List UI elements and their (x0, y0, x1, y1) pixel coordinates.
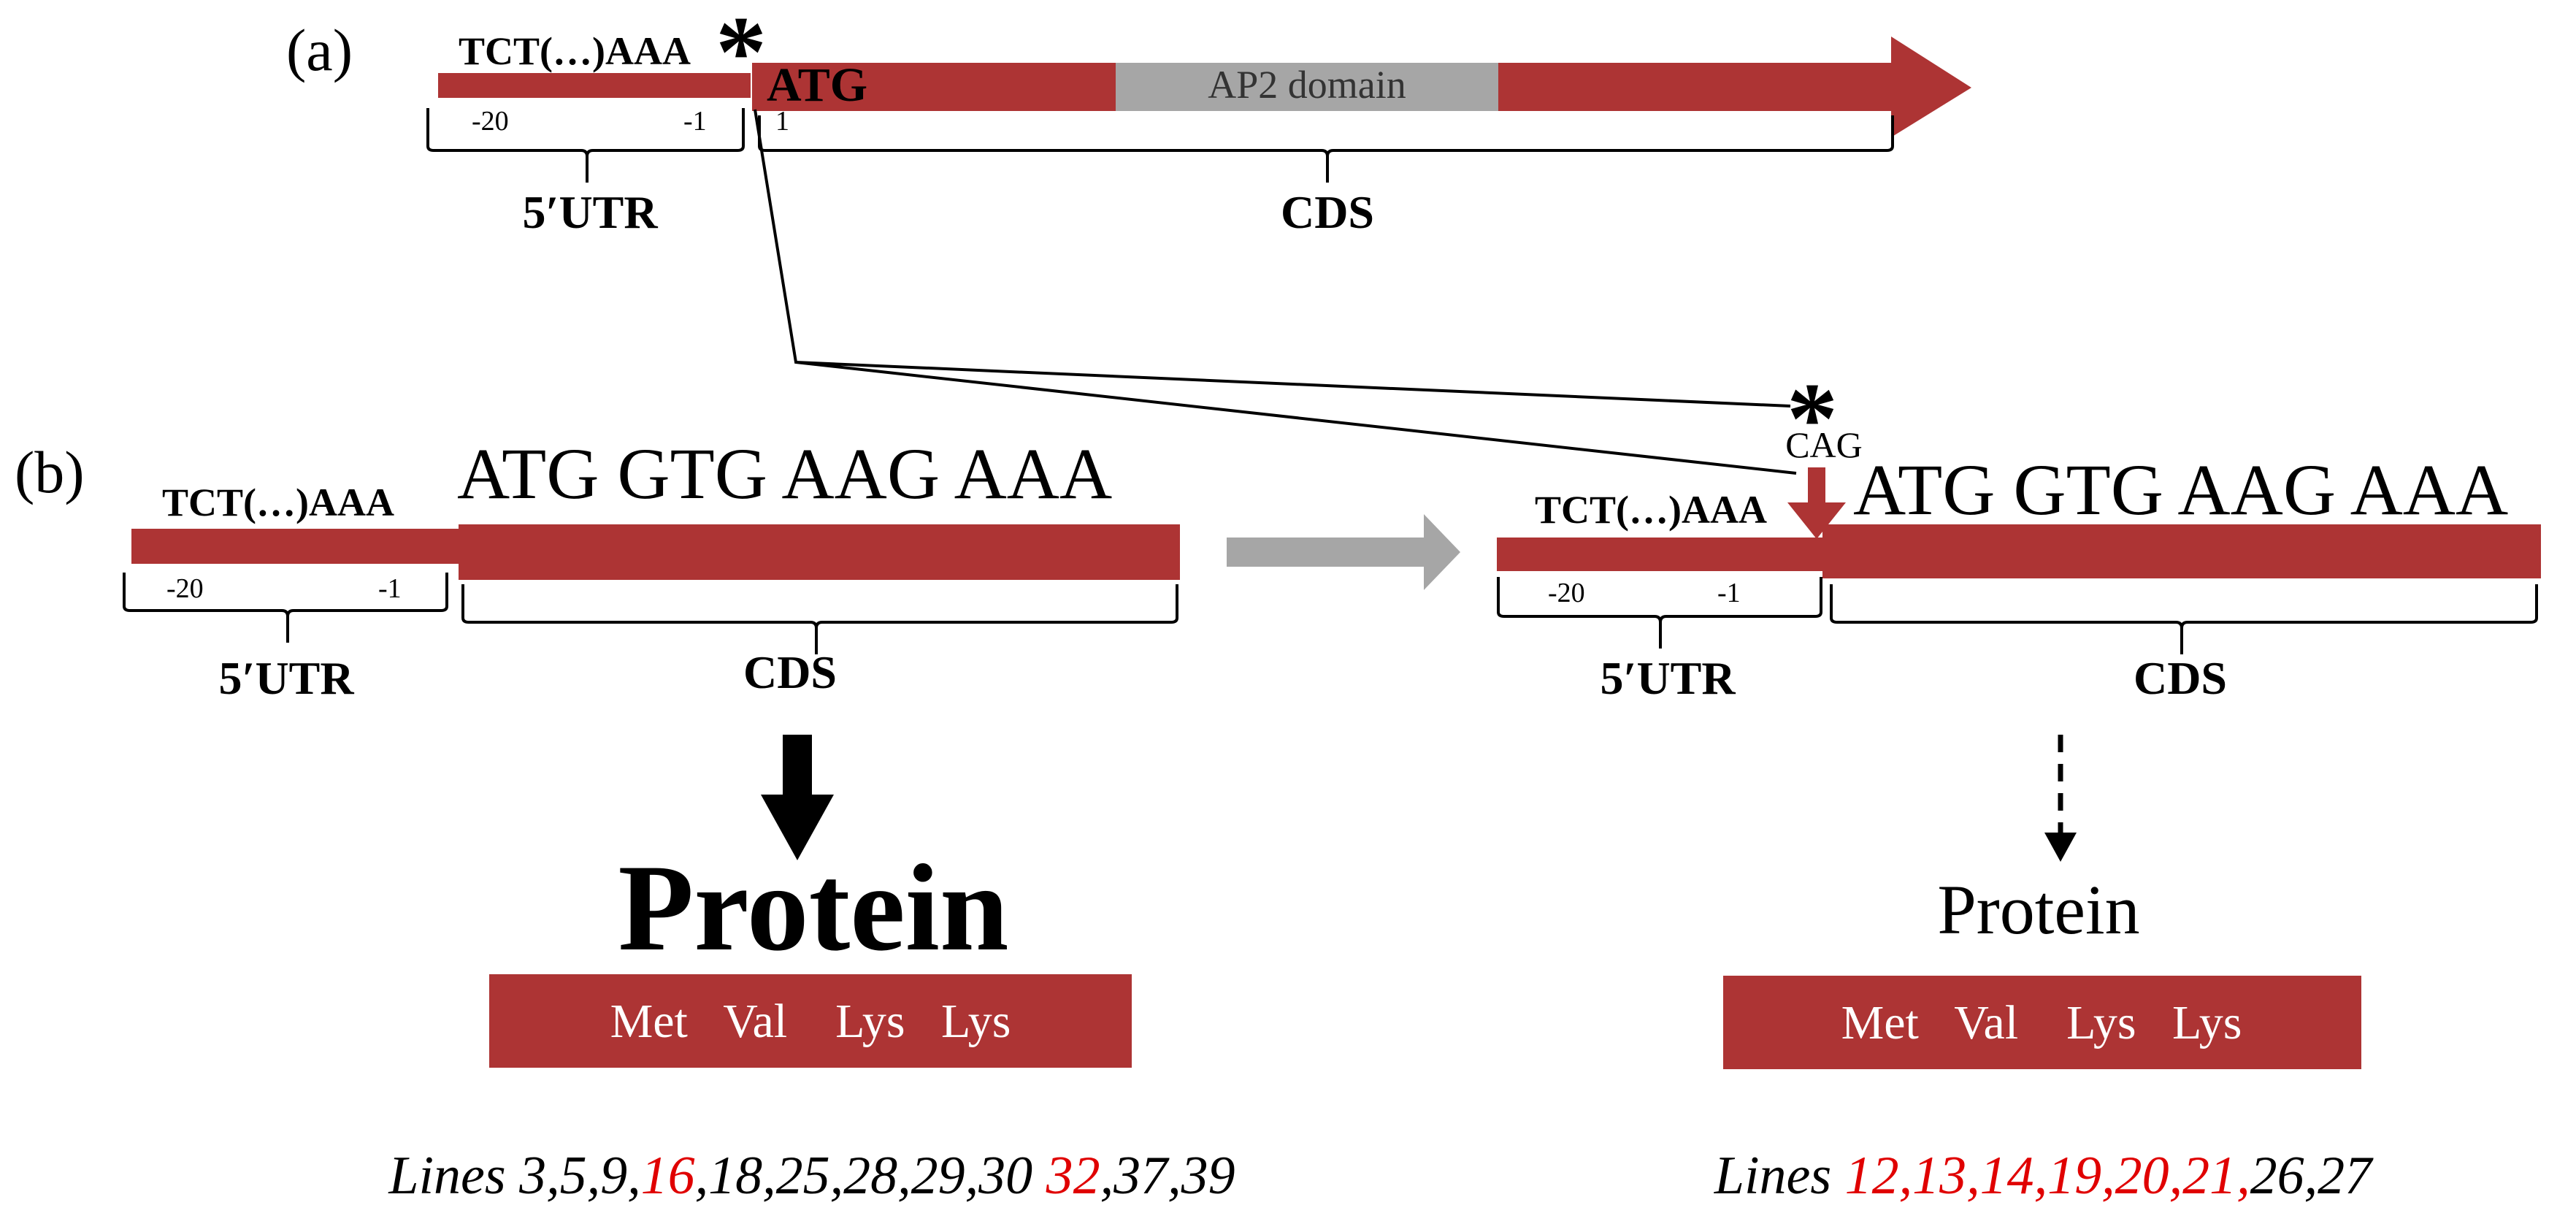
left-lines-prefix: Lines (388, 1146, 505, 1206)
right-translation-arrowhead (2044, 833, 2077, 862)
panel-a-seq: TCT(…)AAA (459, 29, 691, 73)
left-utr-start: -20 (166, 573, 204, 604)
panel-b-label: (b) (15, 439, 85, 505)
panel-a-utr-bar (438, 73, 751, 98)
zoom-connector (754, 109, 1797, 475)
left-lines-seg-4: ,37,39 (1100, 1146, 1235, 1206)
panel-a-utr-brace (426, 108, 745, 183)
left-codons: ATG GTG AAG AAA (457, 433, 1112, 514)
right-protein-box (1723, 976, 2361, 1069)
left-lines: Lines 3,5,9,16,18,25,28,29,30 32,37,39 (388, 1146, 1235, 1206)
left-lines-seg-3: 32 (1046, 1146, 1100, 1206)
right-lines-seg-0: 12,13,14,19,20,21, (1845, 1146, 2250, 1206)
left-seq: TCT(…)AAA (162, 481, 394, 524)
right-utr-label: 5′UTR (1600, 652, 1736, 704)
left-protein-box (489, 974, 1132, 1068)
left-protein-label: Protein (618, 839, 1008, 976)
panel-a-ap2-domain (1116, 63, 1498, 111)
right-utr-end: -1 (1717, 578, 1741, 608)
left-utr-brace (123, 573, 448, 643)
left-utr-end: -1 (378, 573, 402, 604)
right-utr-brace (1497, 577, 1822, 649)
right-asterisk: * (1787, 362, 1838, 475)
right-lines-seg-1: 26,27 (2250, 1146, 2374, 1206)
left-cds-brace (461, 584, 1178, 654)
left-lines-seg-0: 3,5,9, (518, 1146, 641, 1206)
panel-a-cds-brace (758, 115, 1894, 183)
panel-a-label: (a) (286, 17, 353, 83)
panel-a-cds-start: 1 (775, 106, 789, 137)
panel-a-utr-label: 5′UTR (522, 186, 658, 238)
left-cds-bar (459, 524, 1180, 580)
right-seq: TCT(…)AAA (1535, 488, 1767, 532)
panel-a-cds-label: CDS (1281, 186, 1374, 238)
right-cds-label: CDS (2134, 652, 2227, 704)
panel-a-utr-start: -20 (472, 106, 509, 137)
right-cds-brace (1830, 584, 2538, 654)
right-insertion-arrow (1787, 467, 1846, 539)
right-lines-prefix: Lines (1714, 1146, 1831, 1206)
left-utr-bar (131, 529, 459, 564)
right-protein-seq: Met Val Lys Lys (1841, 996, 2242, 1049)
left-lines-seg-1: 16 (641, 1146, 695, 1206)
right-utr-start: -20 (1548, 578, 1585, 608)
panel-a-ap2-label: AP2 domain (1208, 63, 1406, 107)
left-lines-seg-2: ,18,25,28,29,30 (695, 1146, 1046, 1206)
panel-a-start-codon: ATG (767, 58, 867, 112)
right-utr-bar (1497, 538, 1822, 571)
right-insert-codon: CAG (1785, 424, 1863, 465)
right-lines: Lines 12,13,14,19,20,21,26,27 (1714, 1146, 2374, 1206)
right-protein-label: Protein (1937, 871, 2139, 949)
left-translation-arrow (761, 735, 834, 860)
left-cds-label: CDS (743, 646, 837, 698)
transition-arrow (1227, 514, 1460, 590)
right-codons: ATG GTG AAG AAA (1853, 449, 2508, 530)
panel-a-utr-end: -1 (683, 106, 707, 137)
left-protein-seq: Met Val Lys Lys (610, 995, 1011, 1048)
right-cds-bar (1822, 524, 2541, 578)
left-utr-label: 5′UTR (218, 652, 354, 704)
